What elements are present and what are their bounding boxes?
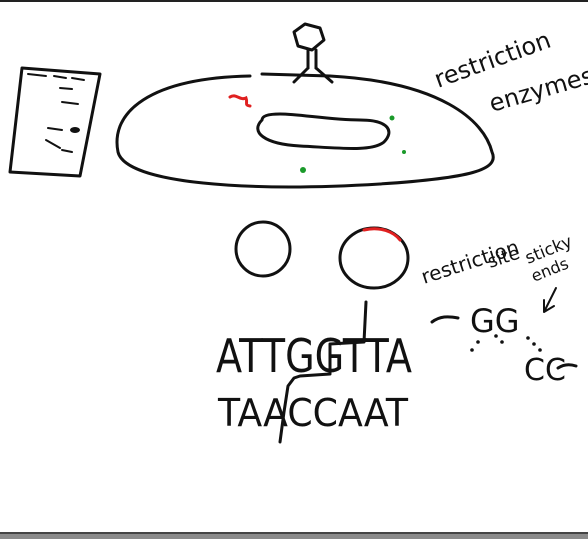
paper-sheet bbox=[8, 66, 102, 178]
bottom-toolbar bbox=[0, 532, 588, 539]
cut-line bbox=[278, 300, 368, 444]
dash-left-top bbox=[430, 315, 460, 324]
sticky-ends-arrow bbox=[543, 287, 557, 313]
bacterial-cell bbox=[115, 72, 495, 189]
plasmid-cut bbox=[338, 226, 410, 290]
dna-bottom-strand: TAACCAAT bbox=[217, 391, 409, 435]
sticky-end-bottom: CC bbox=[524, 353, 566, 388]
sticky-end-top: GG bbox=[470, 302, 520, 340]
dash-right-bottom bbox=[556, 363, 578, 370]
phage bbox=[292, 22, 334, 84]
plasmid-intact bbox=[234, 220, 292, 278]
